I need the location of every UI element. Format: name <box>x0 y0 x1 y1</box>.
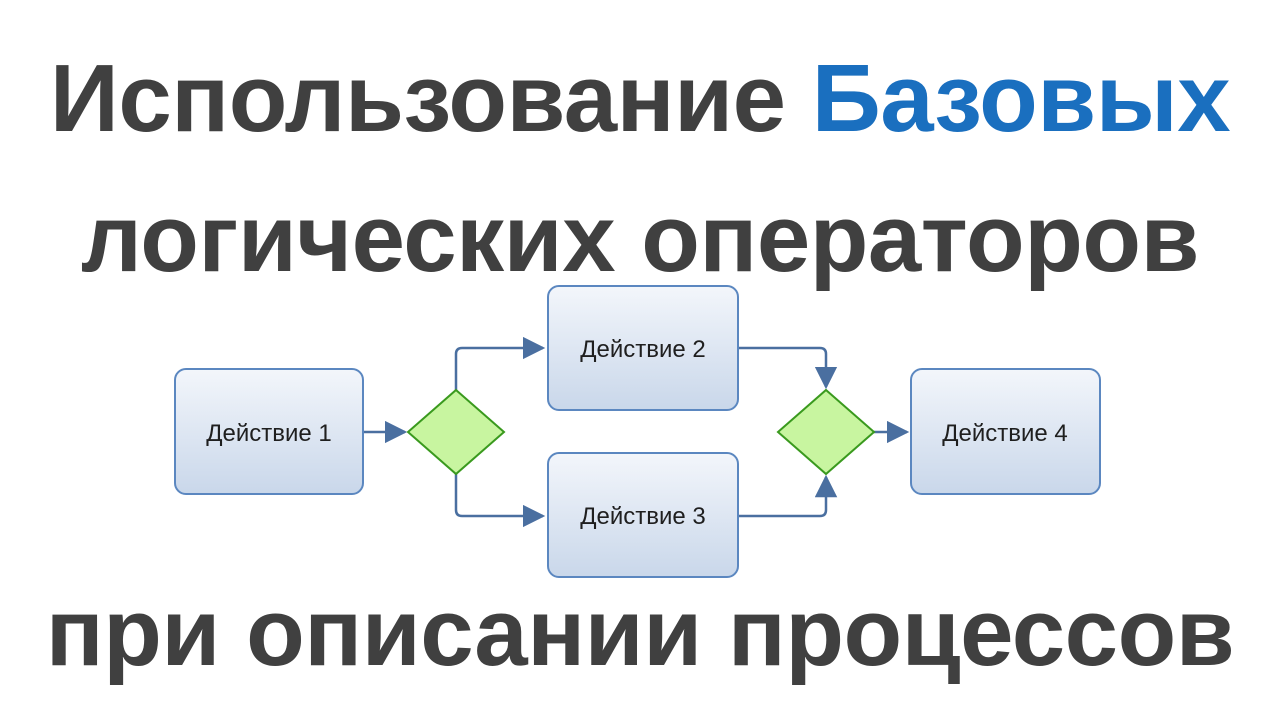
title-line-2: логических операторов <box>81 185 1199 292</box>
connector-split-to-action3 <box>454 474 546 528</box>
merge-gateway-diamond <box>776 388 876 476</box>
node-action-1-label: Действие 1 <box>206 420 332 447</box>
title-accent-word: Базовых <box>811 45 1231 152</box>
split-gateway-diamond <box>406 388 506 476</box>
node-action-2-label: Действие 2 <box>580 336 706 363</box>
node-action-2: Действие 2 <box>547 285 739 411</box>
node-action-3-label: Действие 3 <box>580 503 706 530</box>
title-line-3: при описании процессов <box>45 579 1235 686</box>
connector-split-to-action2 <box>454 336 546 390</box>
connectors <box>363 336 910 528</box>
node-action-3: Действие 3 <box>547 452 739 578</box>
title-line-1: Использование Базовых <box>0 44 1280 154</box>
connector-action2-to-merge <box>738 346 838 390</box>
node-action-1: Действие 1 <box>174 368 364 495</box>
connector-action3-to-merge <box>738 474 838 518</box>
node-action-4-label: Действие 4 <box>942 420 1068 447</box>
title-line-1-text: Использование <box>49 45 812 152</box>
node-action-4: Действие 4 <box>910 368 1101 495</box>
